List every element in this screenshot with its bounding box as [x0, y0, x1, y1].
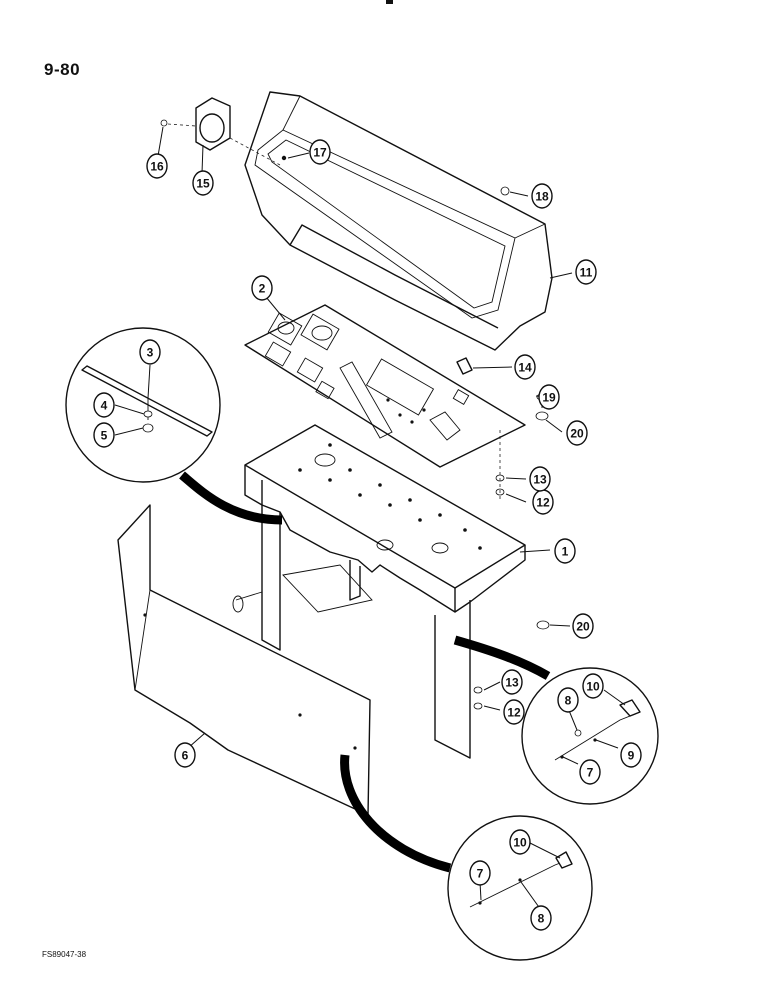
callout-17: 17: [309, 139, 331, 165]
switch-14: [456, 357, 473, 375]
callout-6: 6: [174, 742, 196, 768]
page-number: 9-80: [44, 60, 81, 79]
callout-label: 8: [565, 694, 572, 708]
grommet-20-upper: [535, 411, 549, 421]
bottom-detail-circle: [340, 754, 593, 961]
callout-12: 12: [532, 489, 554, 515]
callout-label: 1: [562, 545, 569, 559]
callout-15: 15: [192, 170, 214, 196]
lower-cover-panel: [117, 504, 371, 816]
right-detail-circle: [453, 635, 659, 805]
callout-label: 4: [101, 399, 108, 413]
callout-label: 2: [259, 282, 266, 296]
callout-label: 6: [182, 749, 189, 763]
callout-12: 12: [503, 699, 525, 725]
speaker-housing: [195, 97, 281, 166]
callout-3: 3: [139, 339, 161, 365]
callout-label: 12: [536, 496, 550, 510]
left-detail-circle: [65, 327, 283, 525]
callout-label: 3: [147, 346, 154, 360]
plug-18: [500, 186, 510, 196]
callout-label: 18: [535, 190, 549, 204]
grommet-20-lower: [536, 620, 550, 630]
callout-11: 11: [575, 259, 597, 285]
callout-label: 15: [196, 177, 210, 191]
callout-9: 9: [620, 742, 642, 768]
callout-2: 2: [251, 275, 273, 301]
instrument-hood: [244, 91, 553, 351]
callout-label: 11: [580, 266, 593, 280]
nut-12-upper: [495, 430, 505, 500]
callout-label: 10: [513, 836, 527, 850]
callout-label: 13: [533, 473, 547, 487]
callout-13: 13: [529, 466, 551, 492]
callout-label: 7: [477, 867, 484, 881]
switch-panel: [244, 304, 526, 468]
callout-label: 20: [576, 620, 590, 634]
callout-bubbles: 1211121314151617181920201312634581097107…: [93, 139, 642, 931]
callout-18: 18: [531, 183, 553, 209]
callout-label: 16: [150, 160, 164, 174]
page-header-mark: [386, 0, 393, 4]
callout-label: 7: [587, 766, 594, 780]
screw-16: [160, 119, 197, 127]
callout-7: 7: [469, 860, 491, 886]
callout-20: 20: [566, 420, 588, 446]
callout-20: 20: [572, 613, 594, 639]
callout-5: 5: [93, 422, 115, 448]
callout-label: 8: [538, 912, 545, 926]
callout-10: 10: [582, 673, 604, 699]
callout-13: 13: [501, 669, 523, 695]
callout-label: 19: [542, 391, 556, 405]
callout-10: 10: [509, 829, 531, 855]
callout-label: 12: [507, 706, 521, 720]
callout-label: 10: [586, 680, 600, 694]
callout-label: 13: [505, 676, 519, 690]
callout-14: 14: [514, 354, 536, 380]
console-frame: [232, 424, 526, 759]
figure-code: FS89047-38: [42, 950, 87, 959]
callout-1: 1: [554, 538, 576, 564]
callout-7: 7: [579, 759, 601, 785]
callout-label: 20: [570, 427, 584, 441]
callout-8: 8: [530, 905, 552, 931]
washer-13-lower: [473, 686, 483, 694]
nut-12-lower: [473, 702, 483, 710]
callout-label: 9: [628, 749, 635, 763]
callout-19: 19: [538, 384, 560, 410]
callout-16: 16: [146, 153, 168, 179]
callout-label: 14: [518, 361, 532, 375]
callout-8: 8: [557, 687, 579, 713]
callout-label: 17: [313, 146, 327, 160]
callout-label: 5: [101, 429, 108, 443]
callout-4: 4: [93, 392, 115, 418]
fastener-17: [281, 155, 287, 161]
